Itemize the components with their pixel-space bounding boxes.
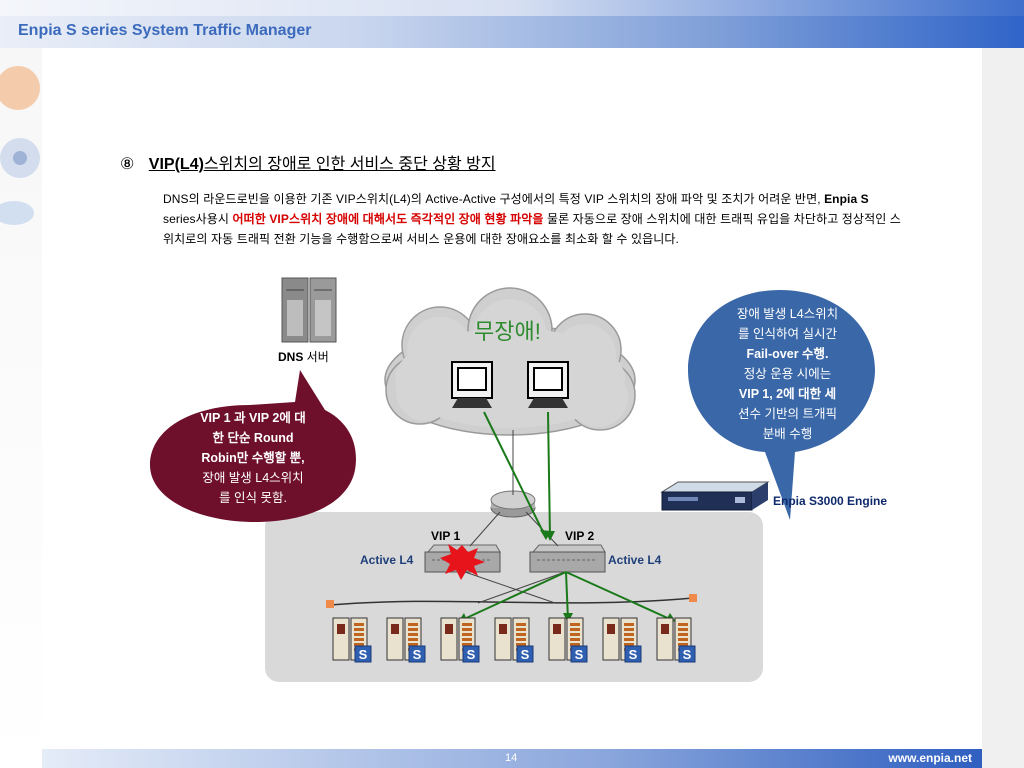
- backbone-end-left: [326, 600, 334, 608]
- left-callout-line-4: 장애 발생 L4스위치: [202, 471, 304, 485]
- server-badge: [354, 645, 372, 663]
- dns-server-icon: [281, 277, 337, 343]
- server-badge: [570, 645, 588, 663]
- section-number: ⑧: [120, 156, 135, 173]
- l4-switch-vip2: [529, 544, 606, 573]
- section-title-bold: VIP(L4): [148, 156, 204, 173]
- server-badge-label: S: [413, 647, 422, 662]
- paragraph-text-2: series사용시: [163, 212, 233, 226]
- server-badge: [462, 645, 480, 663]
- server-badge: [624, 645, 642, 663]
- right-callout-line-1: 장애 발생 L4스위치: [736, 307, 839, 321]
- server-badge-label: S: [521, 647, 530, 662]
- server-rack: S: [602, 617, 642, 663]
- header-strip: [0, 0, 1024, 16]
- server-badge-label: S: [359, 647, 368, 662]
- server-badge-label: S: [575, 647, 584, 662]
- left-decoration: [0, 48, 42, 768]
- right-callout-bubble: [688, 290, 875, 520]
- right-decoration: [982, 48, 1024, 768]
- paragraph-highlight: 어떠한 VIP스위치 장애에 대해서도 즉각적인 장애 현황 파악을: [232, 212, 544, 226]
- vip2-label: VIP 2: [565, 529, 595, 543]
- green-traffic-arrows: [461, 411, 673, 621]
- server-badge-label: S: [467, 647, 476, 662]
- right-callout-line-3: Fail-over 수행.: [746, 347, 829, 361]
- paragraph-bold-product: Enpia S: [824, 192, 869, 206]
- site-url-link[interactable]: www.enpia.net: [888, 751, 972, 765]
- left-callout-line-5: 를 인식 못함.: [219, 491, 287, 505]
- no-error-label: 무장애!: [474, 319, 541, 344]
- server-badge: [516, 645, 534, 663]
- router-vip1-link: [469, 511, 501, 547]
- server-rack: S: [386, 617, 426, 663]
- left-callout-line-3: Robin만 수행할 뿐,: [201, 451, 305, 465]
- client-monitor-right: [527, 361, 569, 408]
- left-callout-bubble: [150, 370, 356, 522]
- page-title: Enpia S series System Traffic Manager: [18, 22, 312, 39]
- server-badge-label: S: [629, 647, 638, 662]
- enpia-engine-label: Enpia S3000 Engine: [773, 494, 888, 508]
- left-callout-line-1: VIP 1 과 VIP 2에 대: [200, 411, 306, 425]
- right-callout-line-7: 분배 수행: [762, 427, 813, 441]
- right-callout-line-6: 션수 기반의 트개픽: [738, 407, 837, 421]
- enpia-engine-icon: [660, 481, 770, 511]
- left-callout-text: VIP 1 과 VIP 2에 대 한 단순 Round Robin만 수행할 뿐…: [168, 408, 338, 508]
- failure-burst-icon: [440, 544, 485, 580]
- backbone-end-right: [689, 594, 697, 602]
- right-callout-line-5: VIP 1, 2에 대한 세: [738, 387, 837, 401]
- server-badge: [678, 645, 696, 663]
- server-rack: S: [656, 617, 696, 663]
- internet-cloud: [384, 287, 636, 436]
- section-title-text: 스위치의 장애로 인한 서비스 중단 상황 방지: [203, 156, 496, 173]
- vip1-cross-link: [464, 571, 556, 604]
- section-heading: ⑧ VIP(L4)스위치의 장애로 인한 서비스 중단 상황 방지: [120, 150, 496, 174]
- server-badge-label: S: [683, 647, 692, 662]
- right-callout-text: 장애 발생 L4스위치 를 인식하여 실시간 Fail-over 수행. 정상 …: [705, 304, 870, 444]
- vip2-cross-link: [477, 571, 566, 604]
- server-rack: S: [494, 617, 534, 663]
- vip1-label: VIP 1: [431, 529, 461, 543]
- active-l4-right-label: Active L4: [608, 553, 662, 567]
- server-rack: S: [548, 617, 588, 663]
- router-icon: [490, 490, 536, 518]
- paragraph-text-3: 물론 자동으로 장애 스위치에 대한 트래픽 유입을 차단하고 정상적인 스위치…: [163, 212, 901, 246]
- active-l4-left-label: Active L4: [360, 553, 414, 567]
- server-rack: S: [332, 617, 372, 663]
- left-callout-line-2: 한 단순 Round: [212, 431, 294, 445]
- right-callout-line-4: 정상 운용 시에는: [743, 367, 832, 381]
- server-rack: S: [440, 617, 480, 663]
- backbone-line: [329, 597, 694, 606]
- server-badge: [408, 645, 426, 663]
- film-reel-decoration: [0, 66, 40, 225]
- paragraph-text-1: DNS의 라운드로빈을 이용한 기존 VIP스위치(L4)의 Active-Ac…: [163, 192, 825, 206]
- right-callout-line-2: 를 인식하여 실시간: [738, 327, 837, 341]
- client-monitor-left: [451, 361, 493, 408]
- dns-server-label: DNS 서버: [278, 350, 329, 364]
- page-number: 14: [505, 752, 518, 764]
- footer-bar: [42, 749, 982, 768]
- description-paragraph: DNS의 라운드로빈을 이용한 기존 VIP스위치(L4)의 Active-Ac…: [163, 189, 903, 249]
